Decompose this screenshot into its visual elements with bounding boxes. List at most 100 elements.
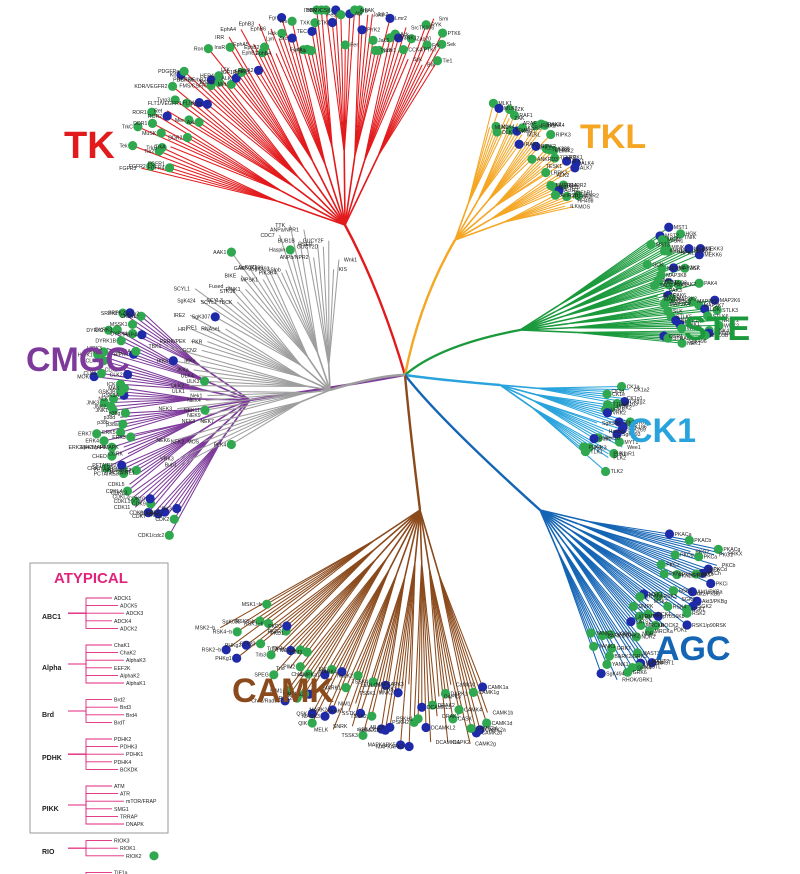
- leaf-branch-alk1: [494, 160, 567, 208]
- kinase-label-clk1: CLK1: [84, 371, 97, 377]
- leaf-branch-phkg2: [245, 548, 376, 646]
- leaf-branch-syk: [363, 58, 409, 162]
- node-ddr1: [147, 118, 158, 128]
- kinase-label-perk-pek: PERK/PEK: [160, 339, 186, 345]
- kinase-label-bmpr1b: BMPR1B: [559, 185, 581, 191]
- branch-cmgc-3: [196, 399, 251, 422]
- node-ryk: [421, 20, 431, 30]
- node-flt4: [194, 98, 204, 108]
- kinase-label-p38d: p38d: [104, 415, 116, 421]
- kinase-label-mst3: MST3: [656, 242, 670, 248]
- atypical-label-adck1: ADCK1: [114, 596, 131, 602]
- leaf-branch-sgk396: [267, 267, 309, 358]
- node-kdr-vegfr2: [167, 81, 178, 91]
- leaf-branch-camk2a: [438, 574, 481, 730]
- node-pskh2: [409, 717, 419, 728]
- kinase-label-tssk2: TSSK2: [350, 714, 367, 720]
- kinase-label-erk5: ERK5: [102, 430, 116, 436]
- kinase-label-ltk: LTK: [221, 68, 231, 74]
- leaf-branch-hipk4: [133, 353, 207, 382]
- branch-camk-9: [375, 509, 421, 550]
- node-mlk3: [494, 103, 504, 113]
- kinase-label-fyn: Fyn: [290, 47, 299, 53]
- kinase-label-drak1: DRAK1: [442, 714, 459, 720]
- node-lats2: [626, 616, 636, 627]
- branch-tk-11: [344, 156, 379, 226]
- leaf-branch-rsk2-b: [225, 539, 376, 651]
- kinase-label-tbk1: TBK1: [148, 344, 161, 350]
- node-pkca: [694, 552, 704, 562]
- leaf-branch-mark4: [341, 568, 391, 672]
- kinase-label-mst1: MST1: [674, 225, 688, 231]
- leaf-branch-lzk: [467, 109, 511, 205]
- kinase-label-plk2: PLK2: [613, 455, 626, 461]
- kinase-label-sgk493: SgK493: [251, 267, 270, 273]
- node-cdk3: [172, 503, 182, 514]
- trunk-camk: [403, 374, 422, 511]
- node-ask: [680, 263, 690, 273]
- node-cck4-ptk7: [398, 45, 408, 55]
- leaf-branch-map2k4: [573, 303, 665, 319]
- node-stlk3: [712, 305, 722, 315]
- kinase-label-ulk1: ULK1: [172, 389, 185, 395]
- node-pkcz: [656, 560, 666, 570]
- node-skmlck: [376, 724, 386, 734]
- leaf-branch-arg: [343, 9, 356, 153]
- leaf-branch-dapk3: [428, 567, 440, 697]
- node-dmpk: [628, 601, 639, 611]
- leaf-branch-lyn: [278, 38, 327, 167]
- leaf-branch-ddr1: [152, 122, 282, 192]
- kinase-label-mark2: MARK2: [309, 708, 327, 714]
- kinase-label-trkb: TrkB: [146, 145, 157, 151]
- leaf-branch-akt2-pkbb: [574, 526, 691, 595]
- leaf-branch-anpa-npr1: [303, 229, 330, 367]
- kinase-label-met: Met: [218, 82, 227, 88]
- node-tlk2: [600, 466, 611, 477]
- branch-other-5: [307, 357, 331, 391]
- kinase-label-mast2: MAST2: [652, 659, 669, 665]
- node-pkct: [691, 569, 701, 579]
- kinase-label-mssk1: MSSK1: [110, 322, 128, 328]
- node-ck2a1: [136, 311, 146, 321]
- node-qsk: [307, 708, 317, 719]
- node-haspin: [285, 245, 295, 255]
- kinase-label-pkaca: PKACa: [674, 532, 691, 538]
- node-frk: [422, 40, 432, 50]
- node-trkc: [133, 122, 143, 132]
- kinase-label-gucy2f: GUCY2F: [303, 239, 324, 245]
- atypical-label-bckdk: BCKDK: [120, 767, 138, 773]
- kinase-label-ttn: TTN: [276, 648, 286, 654]
- branch-tk-5: [312, 161, 346, 226]
- leaf-branch-ck2a1: [140, 315, 202, 367]
- family-label-tkl: TKL: [580, 118, 646, 156]
- kinase-label-nek1: NEK1: [687, 341, 701, 347]
- node-mark4: [337, 667, 347, 677]
- kinase-label-nrbp2: NRBP2: [722, 318, 739, 324]
- node-zap70: [406, 34, 416, 44]
- kinase-label-fes: Fes: [327, 13, 336, 19]
- atypical-group-rio: RIO: [42, 849, 55, 856]
- node-chk1: [303, 669, 314, 679]
- kinase-label-sgk396: SgK396: [602, 421, 621, 427]
- kinase-label-snrk: SNRK: [333, 724, 348, 730]
- branch-tk-1: [281, 190, 346, 226]
- node-mekk6: [694, 250, 704, 260]
- kinase-label-mast1: MAST1: [657, 661, 674, 667]
- kinase-label-rsk3-b: RSK3~b: [235, 619, 255, 625]
- leaf-branch-ttk: [289, 225, 319, 354]
- leaf-branch-plk4: [231, 401, 302, 445]
- leaf-branch-msk2-b: [219, 539, 376, 629]
- branch-tk-9: [344, 156, 356, 226]
- atypical-frame: [29, 562, 169, 834]
- family-label-cmgc: CMGC: [26, 341, 130, 379]
- node-mark3: [320, 711, 330, 721]
- leaf-branch-gcn2: [201, 349, 303, 378]
- kinase-label-nek9: NEK9: [187, 413, 201, 419]
- kinase-label-chk1: Chk1: [291, 672, 303, 678]
- kinase-label-txk: TXK: [300, 21, 311, 27]
- leaf-branch-ephb2: [264, 46, 314, 163]
- node-camk4: [454, 705, 464, 715]
- node-mapkapk5: [395, 740, 406, 750]
- leaf-branch-stlk3: [567, 309, 718, 325]
- kinase-label-cdk4: CDK4: [149, 513, 163, 519]
